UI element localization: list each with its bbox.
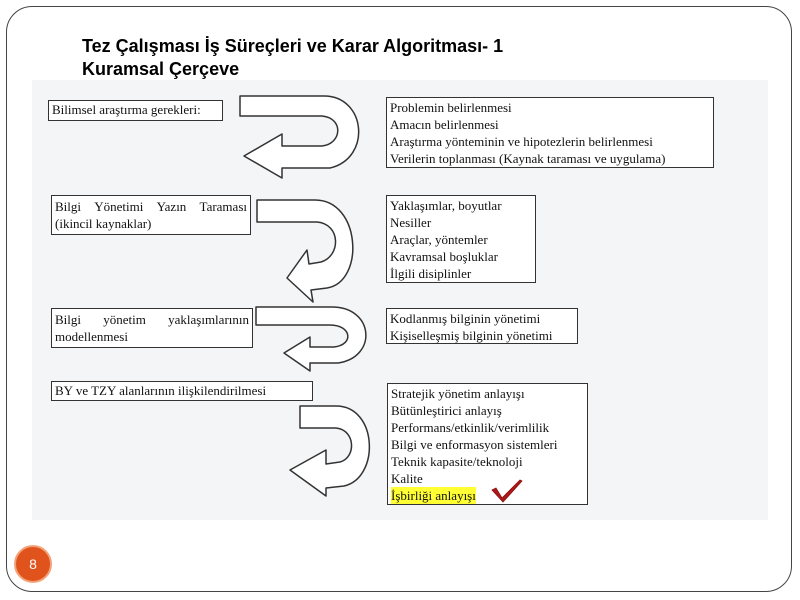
step2-left-box: Bilgi Yönetimi Yazın Taraması (ikincil k… [51, 195, 251, 235]
step2-left-word: Yönetimi [94, 199, 144, 214]
step3-left-line1: Bilgi yönetim yaklaşımlarının [55, 311, 249, 328]
step2-item: Kavramsal boşluklar [390, 249, 498, 264]
step2-item: Araçlar, yöntemler [390, 232, 488, 247]
step2-item: İlgili disiplinler [390, 266, 472, 281]
page-number-badge: 8 [14, 545, 52, 583]
step2-left-word: Taraması [199, 199, 247, 214]
step1-left-text: Bilimsel araştırma gerekleri: [52, 102, 201, 117]
step1-right-box: Problemin belirlenmesi Amacın belirlenme… [386, 97, 714, 168]
slide-title-line2: Kuramsal Çerçeve [82, 59, 240, 79]
step3-left-word: Bilgi [55, 312, 82, 327]
step3-item: Kişiselleşmiş bilginin yönetimi [390, 328, 553, 343]
curved-arrow-icon [239, 95, 360, 179]
step2-right-box: Yaklaşımlar, boyutlar Nesiller Araçlar, … [386, 195, 536, 283]
step1-item: Amacın belirlenmesi [390, 117, 499, 132]
step4-right-box: Stratejik yönetim anlayışı Bütünleştiric… [387, 383, 588, 505]
step4-left-box: BY ve TZY alanlarının ilişkilendirilmesi [51, 381, 313, 401]
step2-item: Yaklaşımlar, boyutlar [390, 198, 502, 213]
step1-item: Problemin belirlenmesi [390, 100, 512, 115]
curved-arrow-icon [255, 306, 367, 372]
step3-item: Kodlanmış bilginin yönetimi [390, 311, 541, 326]
step4-item: Bütünleştirici anlayış [391, 403, 502, 418]
checkmark-icon [491, 479, 523, 503]
step3-left-box: Bilgi yönetim yaklaşımlarının modellenme… [51, 308, 253, 348]
curved-arrow-icon [256, 199, 354, 303]
step4-left-text: BY ve TZY alanlarının ilişkilendirilmesi [55, 383, 267, 398]
step3-left-word: yönetim [103, 312, 146, 327]
step2-item: Nesiller [390, 215, 432, 230]
step4-item: Stratejik yönetim anlayışı [391, 386, 525, 401]
step1-item: Araştırma yönteminin ve hipotezlerin bel… [390, 134, 653, 149]
slide-title: Tez Çalışması İş Süreçleri ve Karar Algo… [82, 35, 642, 81]
step3-left-line2: modellenmesi [55, 329, 128, 344]
step3-left-word: yaklaşımlarının [168, 312, 249, 327]
step4-item: Kalite [391, 471, 423, 486]
step2-left-word: Yazın [156, 199, 187, 214]
slide-title-line1: Tez Çalışması İş Süreçleri ve Karar Algo… [82, 36, 504, 56]
step2-left-line2: (ikincil kaynaklar) [55, 216, 152, 231]
highlight-mark: İşbirliği anlayışı [391, 487, 476, 504]
step3-right-box: Kodlanmış bilginin yönetimi Kişiselleşmi… [386, 308, 578, 344]
step2-left-word: Bilgi [55, 199, 82, 214]
step4-item: Performans/etkinlik/verimlilik [391, 420, 550, 435]
curved-arrow-icon [289, 405, 371, 497]
step2-left-line1: Bilgi Yönetimi Yazın Taraması [55, 198, 247, 215]
step4-item-highlighted: İşbirliği anlayışı [391, 487, 584, 504]
step1-left-box: Bilimsel araştırma gerekleri: [48, 100, 223, 121]
step4-item: Bilgi ve enformasyon sistemleri [391, 437, 558, 452]
step4-item: Teknik kapasite/teknoloji [391, 454, 523, 469]
step1-item: Verilerin toplanması (Kaynak taraması ve… [390, 151, 666, 166]
